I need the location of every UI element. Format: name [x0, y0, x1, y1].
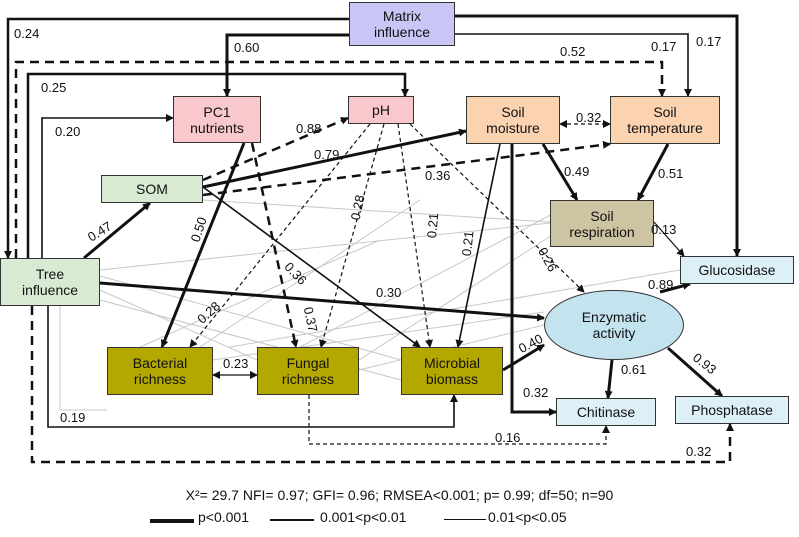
arrow-tree-som [83, 201, 151, 260]
coef-matrix-soiltemp: 0.17 [651, 39, 677, 54]
arrow-moisture-microbial [455, 143, 501, 348]
arrow-som-ph [202, 116, 349, 182]
grey-link-8 [299, 209, 561, 348]
grey-link-13 [199, 199, 421, 348]
arrow-ph-enzymatic [409, 123, 585, 293]
grey-link-3 [99, 289, 258, 361]
coef-tree-phosphatase: 0.32 [686, 444, 712, 459]
arrow-enzymatic-phosphatase [667, 346, 723, 398]
arrow-fungal-chitinase [308, 395, 610, 445]
node-som: SOM [101, 175, 203, 203]
coef-som-moisture: 0.79 [314, 147, 340, 162]
coef-enzymatic-glucosidase: 0.89 [648, 277, 674, 292]
grey-link-2 [99, 275, 402, 361]
arrow-ph-microbial [397, 123, 433, 348]
path-arrows [4, 14, 741, 464]
coef-ph-microbial: 0.21 [424, 212, 442, 239]
arrow-matrix-pc1 [223, 33, 349, 97]
grey-link-5 [202, 199, 551, 223]
coef-som-temp: 0.36 [425, 168, 451, 183]
coef-moisture-chitinase: 0.32 [523, 385, 549, 400]
coef-tree-bacterial: 0.19 [60, 410, 86, 425]
coef-moisture-temp: 0.32 [576, 110, 602, 125]
arrow-som-microbial [202, 186, 421, 348]
node-soil-temperature: Soil temperature [610, 96, 720, 144]
node-soil-respiration: Soil respiration [550, 200, 654, 247]
coef-fungal-chitinase: 0.16 [495, 430, 521, 445]
coef-bacterial-fungal: 0.23 [223, 356, 249, 371]
coef-tree-ph: 0.25 [41, 80, 67, 95]
coef-tree-soiltemp: 0.52 [560, 44, 586, 59]
node-phosphatase: Phosphatase [675, 396, 789, 424]
legend-line-medium [270, 519, 314, 521]
grey-link-9 [229, 269, 681, 348]
grey-link-4 [59, 306, 107, 411]
model-fit-statistics: X²= 29.7 NFI= 0.97; GFI= 0.96; RMSEA<0.0… [185, 487, 614, 503]
node-ph: pH [348, 96, 414, 124]
node-bacterial-richness: Bacterial richness [107, 347, 213, 395]
arrow-moisture-chitinase [510, 144, 557, 416]
arrow-ph-bacterial [189, 123, 371, 348]
arrow-enzymatic-glucosidase [659, 281, 691, 294]
arrow-matrix-glucosidase [455, 14, 741, 257]
arrow-microbial-enzymatic [502, 343, 545, 372]
arrow-matrix-soiltemp [455, 33, 692, 97]
arrow-tree-enzymatic [99, 281, 545, 322]
arrow-som-temp [202, 140, 611, 197]
arrow-enzymatic-chitinase [604, 359, 614, 399]
node-enzymatic-activity: Enzymatic activity [544, 290, 684, 360]
arrow-matrix-tree [4, 17, 349, 259]
legend-line-thin [444, 519, 486, 520]
coef-tree-enzymatic: 0.30 [376, 285, 402, 300]
legend-label-medium: 0.001<p<0.01 [320, 509, 407, 525]
grey-link-1 [99, 221, 561, 271]
node-pc1-nutrients: PC1 nutrients [173, 96, 261, 143]
coef-matrix-glucosidase: 0.17 [696, 34, 722, 49]
arrow-moisture-respiration [541, 143, 579, 201]
coef-moisture-respiration: 0.49 [564, 164, 590, 179]
node-fungal-richness: Fungal richness [257, 347, 359, 395]
arrow-tree-pc1 [41, 114, 174, 258]
coef-temp-respiration: 0.51 [658, 166, 684, 181]
arrow-respiration-glucosidase [653, 221, 685, 257]
node-matrix-influence: Matrix influence [349, 2, 455, 46]
node-microbial-biomass: Microbial biomass [401, 347, 503, 395]
coef-respiration-glucosidase: 0.13 [651, 222, 677, 237]
arrow-pc1-fungal [250, 142, 299, 348]
node-glucosidase: Glucosidase [680, 256, 794, 284]
coef-som-ph: 0.88 [296, 121, 322, 136]
arrow-tree-soiltemp [14, 60, 666, 258]
arrow-pc1-bacterial [160, 142, 246, 348]
node-tree-influence: Tree influence [0, 258, 100, 306]
arrow-tree-bacterial [47, 306, 458, 428]
arrow-tree-ph [26, 72, 409, 258]
node-chitinase: Chitinase [556, 398, 656, 426]
coef-matrix-tree: 0.24 [14, 26, 40, 41]
grey-link-12 [139, 239, 381, 348]
coef-moisture-microbial: 0.21 [458, 230, 477, 257]
coef-tree-pc1: 0.20 [55, 124, 81, 139]
coef-matrix-pc1: 0.60 [234, 40, 260, 55]
legend-label-thin: 0.01<p<0.05 [488, 509, 567, 525]
arrow-ph-fungal [319, 123, 385, 348]
legend-line-thick [150, 519, 194, 523]
arrow-som-moisture [202, 128, 467, 189]
arrow-tree-phosphatase [30, 306, 734, 464]
coef-enzymatic-chitinase: 0.61 [621, 362, 647, 377]
legend-label-thick: p<0.001 [198, 509, 249, 525]
grey-link-7 [358, 229, 561, 361]
node-soil-moisture: Soil moisture [466, 96, 560, 144]
arrow-temp-respiration [636, 143, 670, 201]
